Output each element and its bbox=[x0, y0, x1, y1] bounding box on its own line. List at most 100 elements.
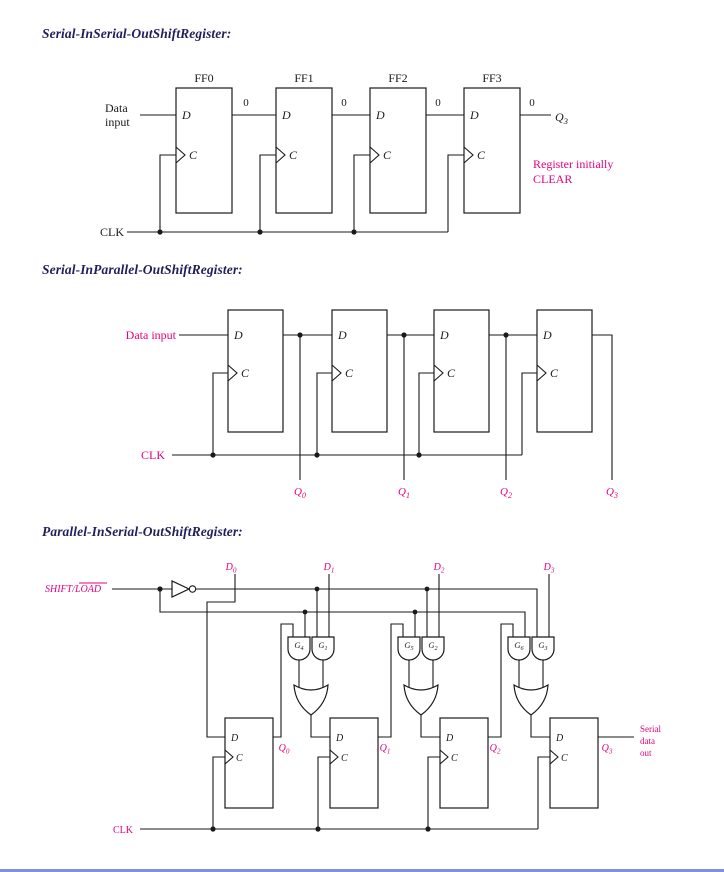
ff-box bbox=[329, 717, 379, 809]
sipo-outputs: Q0 Q1 Q2 Q3 bbox=[294, 486, 618, 500]
ff-stage-3: D C bbox=[536, 309, 593, 433]
d-input-label: D bbox=[542, 328, 552, 342]
gate-pair-3: G6 G3 bbox=[507, 636, 555, 738]
heading-sipo: Serial-InParallel-OutShiftRegister: bbox=[42, 262, 243, 277]
siso-diagram: Data input FF0 D C FF1 D C FF2 D C bbox=[100, 71, 613, 239]
q3-output-label: Q3 bbox=[602, 743, 613, 756]
data-input-label: Data bbox=[105, 101, 128, 115]
junction-dot bbox=[315, 826, 321, 832]
bit-value-label: 0 bbox=[435, 97, 441, 109]
ff-stage-0: FF0 D C bbox=[175, 71, 233, 214]
junction-dot bbox=[503, 332, 509, 338]
heading-piso: Parallel-InSerial-OutShiftRegister: bbox=[42, 524, 243, 539]
junction-dot bbox=[424, 586, 430, 592]
q2-output-label: Q2 bbox=[490, 743, 501, 756]
shift-load-label: SHIFT/LOAD bbox=[45, 584, 102, 595]
c-input-label: C bbox=[341, 753, 348, 764]
d-input-label: D bbox=[233, 328, 243, 342]
junction-dot bbox=[412, 609, 418, 615]
junction-dot bbox=[297, 332, 303, 338]
d0-input-label: D0 bbox=[225, 562, 237, 575]
piso-clock: CLK bbox=[113, 756, 550, 836]
d2-input-label: D2 bbox=[433, 562, 445, 575]
ff-label: FF3 bbox=[482, 71, 501, 85]
ff-stage-2: FF2 D C bbox=[369, 71, 427, 214]
d1-input-label: D1 bbox=[323, 562, 335, 575]
d-input-label: D bbox=[281, 108, 291, 122]
c-input-label: C bbox=[241, 366, 250, 380]
serial-out-label: out bbox=[640, 748, 652, 758]
ff-stage-0: D C bbox=[227, 309, 284, 433]
clk-label: CLK bbox=[100, 225, 124, 239]
piso-output-labels: Q0 Q1 Q2 Q3 Serial data out bbox=[279, 724, 662, 758]
ff-box bbox=[536, 309, 593, 433]
ff-box bbox=[463, 87, 521, 214]
and-gate-g5 bbox=[397, 636, 421, 661]
ff-stage-1: FF1 D C bbox=[275, 71, 333, 214]
clock-triangle-icon bbox=[439, 749, 449, 765]
ff-box bbox=[275, 87, 333, 214]
clock-triangle-icon bbox=[536, 364, 547, 382]
junction-dot bbox=[302, 609, 308, 615]
junction-dot bbox=[314, 452, 320, 458]
bit-value-label: 0 bbox=[529, 97, 535, 109]
c-input-label: C bbox=[345, 366, 354, 380]
clock-triangle-icon bbox=[369, 146, 380, 164]
c-input-label: C bbox=[383, 148, 392, 162]
ff-label: FF0 bbox=[194, 71, 213, 85]
gate-label-g3: G3 bbox=[538, 640, 547, 652]
gate-pair-2: G5 G2 bbox=[397, 636, 445, 738]
ff-box bbox=[331, 309, 388, 433]
serial-out-label: data bbox=[640, 736, 655, 746]
gate-pair-1: G4 G1 bbox=[287, 636, 335, 738]
clock-triangle-icon bbox=[463, 146, 474, 164]
siso-zero-labels: 0 0 0 0 bbox=[243, 97, 535, 109]
junction-dot bbox=[210, 452, 216, 458]
c-input-label: C bbox=[289, 148, 298, 162]
d-input-label: D bbox=[445, 733, 454, 744]
control-rails bbox=[159, 586, 538, 637]
c-input-label: C bbox=[451, 753, 458, 764]
q2-output-label: Q2 bbox=[500, 486, 512, 500]
q1-output-label: Q1 bbox=[398, 486, 410, 500]
q0-output-label: Q0 bbox=[279, 743, 290, 756]
ff-stage-3: FF3 D C bbox=[463, 71, 521, 214]
sipo-data-input: Data input bbox=[126, 328, 228, 342]
clock-triangle-icon bbox=[227, 364, 238, 382]
page-bottom-edge bbox=[0, 869, 724, 872]
d3-input-label: D3 bbox=[543, 562, 555, 575]
gate-label-g4: G4 bbox=[294, 640, 303, 652]
d-input-label: D bbox=[181, 108, 191, 122]
c-input-label: C bbox=[550, 366, 559, 380]
d-input-label: D bbox=[337, 328, 347, 342]
ff-box bbox=[227, 309, 284, 433]
ff-box bbox=[549, 717, 599, 809]
d-input-label: D bbox=[555, 733, 564, 744]
c-input-label: C bbox=[236, 753, 243, 764]
and-gate-g2 bbox=[421, 636, 445, 661]
serial-out-label: Serial bbox=[640, 724, 661, 734]
clock-triangle-icon bbox=[549, 749, 559, 765]
ff-box bbox=[224, 717, 274, 809]
c-input-label: C bbox=[189, 148, 198, 162]
junction-dot bbox=[314, 586, 320, 592]
bit-value-label: 0 bbox=[341, 97, 347, 109]
ff-box bbox=[433, 309, 490, 433]
q3-output-label: Q3 bbox=[555, 110, 569, 126]
junction-dot bbox=[351, 229, 357, 235]
clock-triangle-icon bbox=[224, 749, 234, 765]
junction-dot bbox=[401, 332, 407, 338]
bit-value-label: 0 bbox=[243, 97, 249, 109]
gate-label-g1: G1 bbox=[318, 640, 327, 652]
and-gate-g3 bbox=[531, 636, 555, 661]
junction-dot bbox=[257, 229, 263, 235]
clock-triangle-icon bbox=[329, 749, 339, 765]
note-line: CLEAR bbox=[533, 172, 572, 186]
siso-note: Register initially CLEAR bbox=[533, 157, 613, 186]
gate-label-g6: G6 bbox=[514, 640, 524, 652]
ff-label: FF1 bbox=[294, 71, 313, 85]
ff-stage-1: D C bbox=[331, 309, 388, 433]
siso-clock: CLK bbox=[100, 154, 464, 239]
and-gate-g4 bbox=[287, 636, 311, 661]
